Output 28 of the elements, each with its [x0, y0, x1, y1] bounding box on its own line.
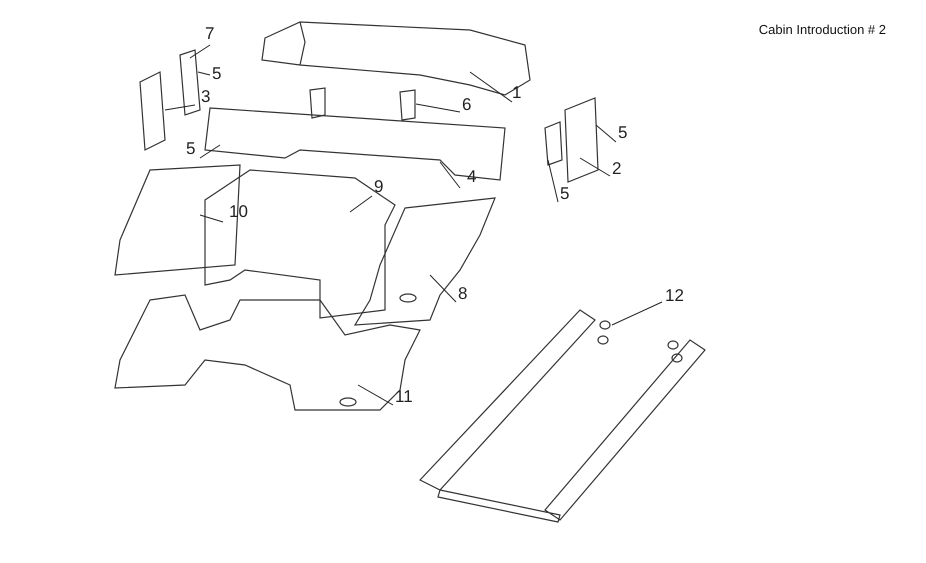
leader-line: [164, 104, 196, 110]
callout-number: 5: [618, 124, 628, 142]
callout-number: 8: [458, 285, 468, 303]
callout-number: 11: [395, 388, 413, 406]
leader-line: [416, 104, 460, 112]
callout-number: 7: [205, 25, 214, 43]
leader-line: [190, 44, 210, 58]
leader-line: [548, 160, 558, 202]
leader-line: [350, 196, 372, 212]
leader-line: [470, 72, 512, 102]
callout-number: 6: [462, 96, 472, 114]
callout-number: 2: [612, 160, 622, 178]
callout-number: 1: [512, 84, 522, 102]
leader-line: [440, 162, 460, 188]
callout-number: 12: [665, 287, 684, 305]
leader-line: [612, 302, 662, 326]
leader-line: [198, 72, 210, 76]
callout-number: 9: [374, 178, 384, 196]
callout-number: 5: [186, 140, 196, 158]
leader-line: [200, 144, 220, 158]
leader-line: [596, 124, 616, 142]
callout-number: 3: [201, 88, 210, 106]
callout-number: 5: [212, 65, 222, 83]
leader-line: [358, 384, 394, 406]
diagram-title: Cabin Introduction # 2: [758, 22, 886, 37]
callout-number: 5: [560, 185, 570, 203]
leader-line: [430, 274, 456, 302]
leader-line: [200, 214, 224, 222]
